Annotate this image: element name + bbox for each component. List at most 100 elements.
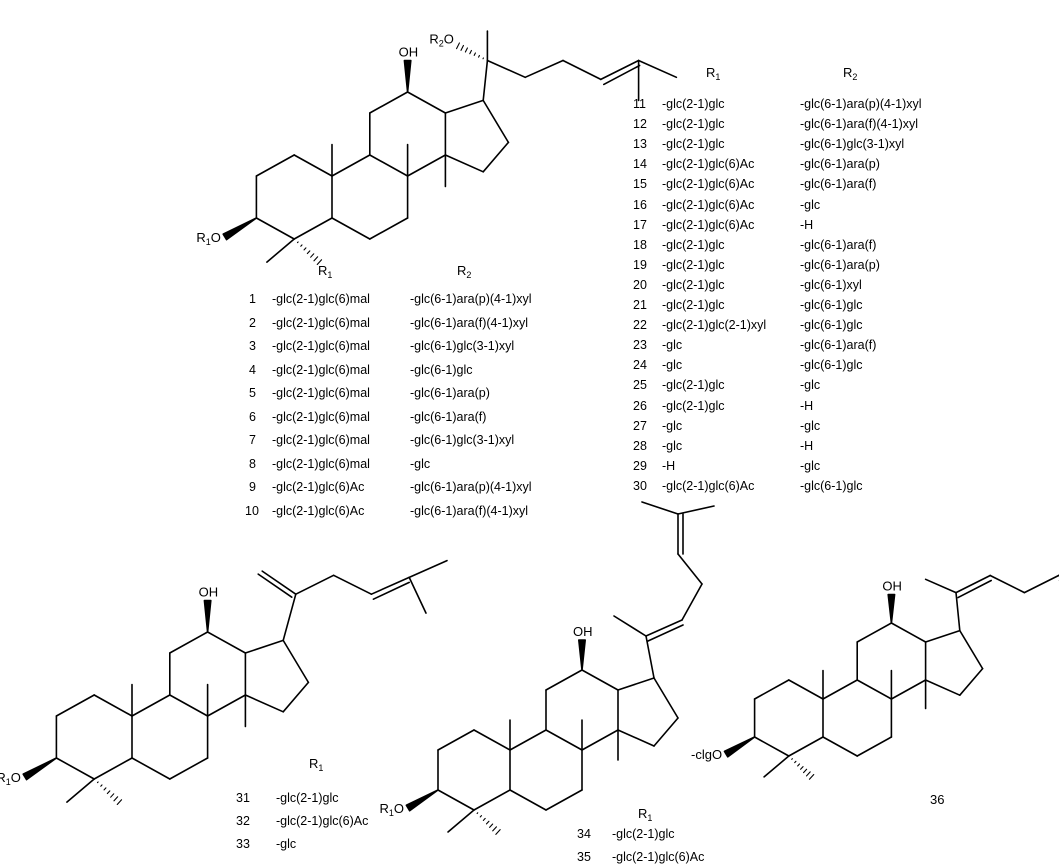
ring-bond <box>510 730 546 750</box>
compound-number: 30 <box>633 480 647 493</box>
ring-bond <box>332 155 370 176</box>
ring-bond <box>438 790 474 810</box>
c12-hydroxyl-wedge <box>579 640 585 670</box>
ring-bond <box>857 623 891 642</box>
tableD-header-r1: R1 <box>638 807 652 823</box>
r2-substituent: -glc(6-1)glc <box>800 299 863 312</box>
r2-substituent: -glc(6-1)glc <box>800 319 863 332</box>
compound-number: 16 <box>633 199 647 212</box>
ring-bond <box>332 218 370 239</box>
ring-bond <box>483 100 508 142</box>
ring-bond <box>926 631 960 642</box>
terminal-methyl <box>642 502 678 514</box>
r1-substituent: -glc(2-1)glc(6)Ac <box>272 481 364 494</box>
ring-bond <box>857 680 891 699</box>
ring-bond <box>755 737 789 756</box>
c3-oxygen-wedge <box>724 737 754 757</box>
c12-hydroxyl-wedge <box>404 61 410 93</box>
compound-number: 8 <box>249 458 256 471</box>
ring-bond <box>960 669 983 696</box>
r1-substituent: -glc(2-1)glc <box>662 400 725 413</box>
r2-substituent: -glc <box>800 460 820 473</box>
r2-substituent: -glc(6-1)glc(3-1)xyl <box>410 340 514 353</box>
r2-substituent: -glc <box>410 458 430 471</box>
terminal-methyl <box>409 577 426 613</box>
tableA-header-r2: R2 <box>457 264 471 280</box>
r2-oxygen-label: R2O <box>429 32 454 49</box>
r1-substituent: -glc(2-1)glc(6)Ac <box>662 219 754 232</box>
r2-substituent: -glc(6-1)ara(f) <box>800 178 876 191</box>
r1-substituent: -glc(2-1)glc(6)Ac <box>662 178 754 191</box>
ring-bond <box>256 155 294 176</box>
ring-bond <box>283 682 308 711</box>
hydroxyl-label: OH <box>882 579 902 594</box>
ring-bond <box>857 737 891 756</box>
c12-hydroxyl-wedge <box>204 601 210 633</box>
ring-bond <box>546 790 582 810</box>
ring-bond <box>546 730 582 750</box>
c20-oxygen-hash <box>457 43 484 59</box>
r2-substituent: -glc(6-1)glc(3-1)xyl <box>800 138 904 151</box>
ring-bond <box>789 737 823 756</box>
side-chain-bond <box>525 61 563 78</box>
r1-substituent: -glc(2-1)glc(6)mal <box>272 293 370 306</box>
ring-bond <box>256 218 294 239</box>
methyl-c28 <box>267 239 294 262</box>
r1-substituent: -glc(2-1)glc <box>662 279 725 292</box>
compound-number: 25 <box>633 379 647 392</box>
r1-substituent: -glc(2-1)glc <box>612 828 675 841</box>
c3-oxygen-wedge <box>223 218 256 240</box>
ring-bond <box>132 758 170 779</box>
terminal-methyl <box>409 561 447 578</box>
r1-substituent: -glc(2-1)glc <box>662 138 725 151</box>
compound-number: 22 <box>633 319 647 332</box>
c12-hydroxyl-wedge <box>888 595 894 624</box>
compound-number: 34 <box>577 828 591 841</box>
compound-number: 29 <box>633 460 647 473</box>
compound-number: 21 <box>633 299 647 312</box>
r2-substituent: -glc(6-1)ara(p) <box>800 259 880 272</box>
r2-substituent: -glc(6-1)ara(f)(4-1)xyl <box>800 118 918 131</box>
ring-bond <box>546 670 582 690</box>
ring-bond <box>170 632 208 653</box>
exo-methylene <box>258 574 292 597</box>
compound-number: 15 <box>633 178 647 191</box>
r1-substituent: -glc(2-1)glc(6)Ac <box>662 158 754 171</box>
side-chain-bond <box>563 61 601 80</box>
methyl-c28 <box>448 810 474 832</box>
r1-substituent: -glc(2-1)glc(6)mal <box>272 434 370 447</box>
r2-substituent: -glc(6-1)glc(3-1)xyl <box>410 434 514 447</box>
ring-bond <box>510 790 546 810</box>
ring-bond <box>245 640 283 653</box>
compound-number: 17 <box>633 219 647 232</box>
compound-number: 31 <box>236 792 250 805</box>
ring-bond <box>654 718 678 746</box>
ring-bond <box>618 678 654 690</box>
ring-bond <box>960 631 983 669</box>
r1-substituent: -glc(2-1)glc(6)Ac <box>662 480 754 493</box>
r2-substituent: -glc(6-1)ara(f)(4-1)xyl <box>410 317 528 330</box>
r2-substituent: -glc(6-1)ara(f)(4-1)xyl <box>410 505 528 518</box>
methyl-c28 <box>67 779 94 802</box>
compound-number: 28 <box>633 440 647 453</box>
ring-bond <box>408 155 446 176</box>
ring-bond <box>283 640 308 682</box>
side-chain-bond <box>678 554 702 584</box>
r1-substituent: -glc <box>662 339 682 352</box>
compound-number: 3 <box>249 340 256 353</box>
methyl-c21 <box>926 579 956 592</box>
exo-methylene <box>262 571 296 594</box>
r2-substituent: -glc(6-1)ara(p) <box>800 158 880 171</box>
ring-bond <box>370 92 408 113</box>
r2-substituent: -H <box>800 440 813 453</box>
r1-substituent: -glc(2-1)glc(6)mal <box>272 340 370 353</box>
ring-bond <box>370 218 408 239</box>
r1-substituent: -glc(2-1)glc <box>662 259 725 272</box>
compound-number: 24 <box>633 359 647 372</box>
r1-substituent: -glc(2-1)glc(6)Ac <box>662 199 754 212</box>
tableB-header-r1: R1 <box>706 66 720 82</box>
hydroxyl-label: OH <box>199 585 219 600</box>
r2-substituent: -H <box>800 219 813 232</box>
r1-substituent: -glc(2-1)glc(6)mal <box>272 317 370 330</box>
r1-substituent: -glc(2-1)glc <box>662 98 725 111</box>
